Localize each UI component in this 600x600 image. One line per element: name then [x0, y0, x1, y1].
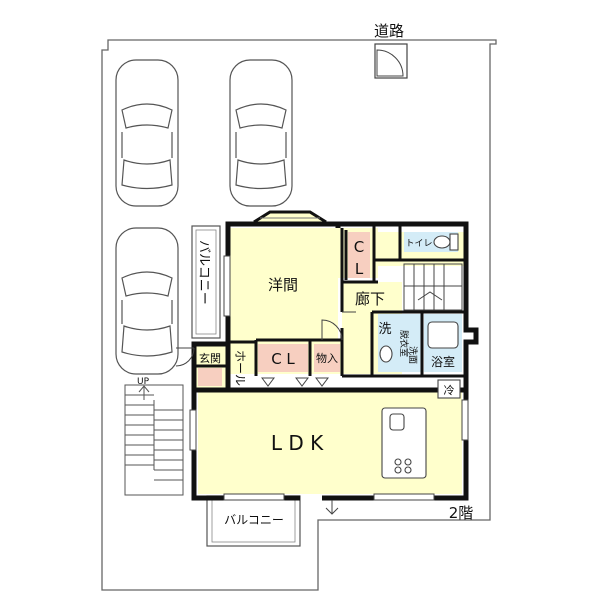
side-balcony [191, 225, 221, 339]
parking-car-1 [115, 59, 179, 207]
interior-walls [196, 224, 466, 378]
toilet-label: トイレ [405, 239, 432, 249]
corridor-label: 廊下 [355, 290, 385, 308]
stairs-up-label: UP [137, 377, 150, 387]
closet-top-c-label: C [354, 238, 364, 256]
floor-label: 2階 [449, 504, 474, 522]
hall-label: ホール [233, 350, 247, 386]
western-room-label: 洋間 [268, 276, 298, 294]
wash-basin-label: 洗面 [407, 346, 419, 364]
closet-door-markers [261, 377, 329, 387]
doors [175, 311, 356, 515]
windows [189, 255, 469, 501]
closet-mid-label: C L [271, 350, 295, 368]
parking-car-2 [229, 59, 293, 207]
washroom-label: 洗 [378, 322, 391, 337]
dressing-room-label: 脱衣室 [398, 330, 410, 357]
outdoor-stairs [124, 384, 184, 496]
fixtures [379, 233, 461, 479]
closet-top-l-label: L [355, 260, 364, 278]
side-balcony-label: バルコニー [196, 240, 211, 305]
ldk-label: L D K [271, 431, 324, 455]
fridge-label: 冷 [444, 384, 455, 397]
bathroom-label: 浴室 [431, 354, 455, 369]
bottom-balcony [206, 495, 301, 547]
road-label: 道路 [374, 22, 404, 40]
bay-window [253, 210, 327, 224]
parking-car-3 [115, 227, 179, 375]
bottom-balcony-label: バルコニー [224, 513, 284, 527]
gate [374, 43, 408, 79]
inner-stairs [403, 263, 463, 311]
storage-label: 物入 [316, 351, 338, 365]
entrance-label: 玄関 [199, 351, 221, 365]
